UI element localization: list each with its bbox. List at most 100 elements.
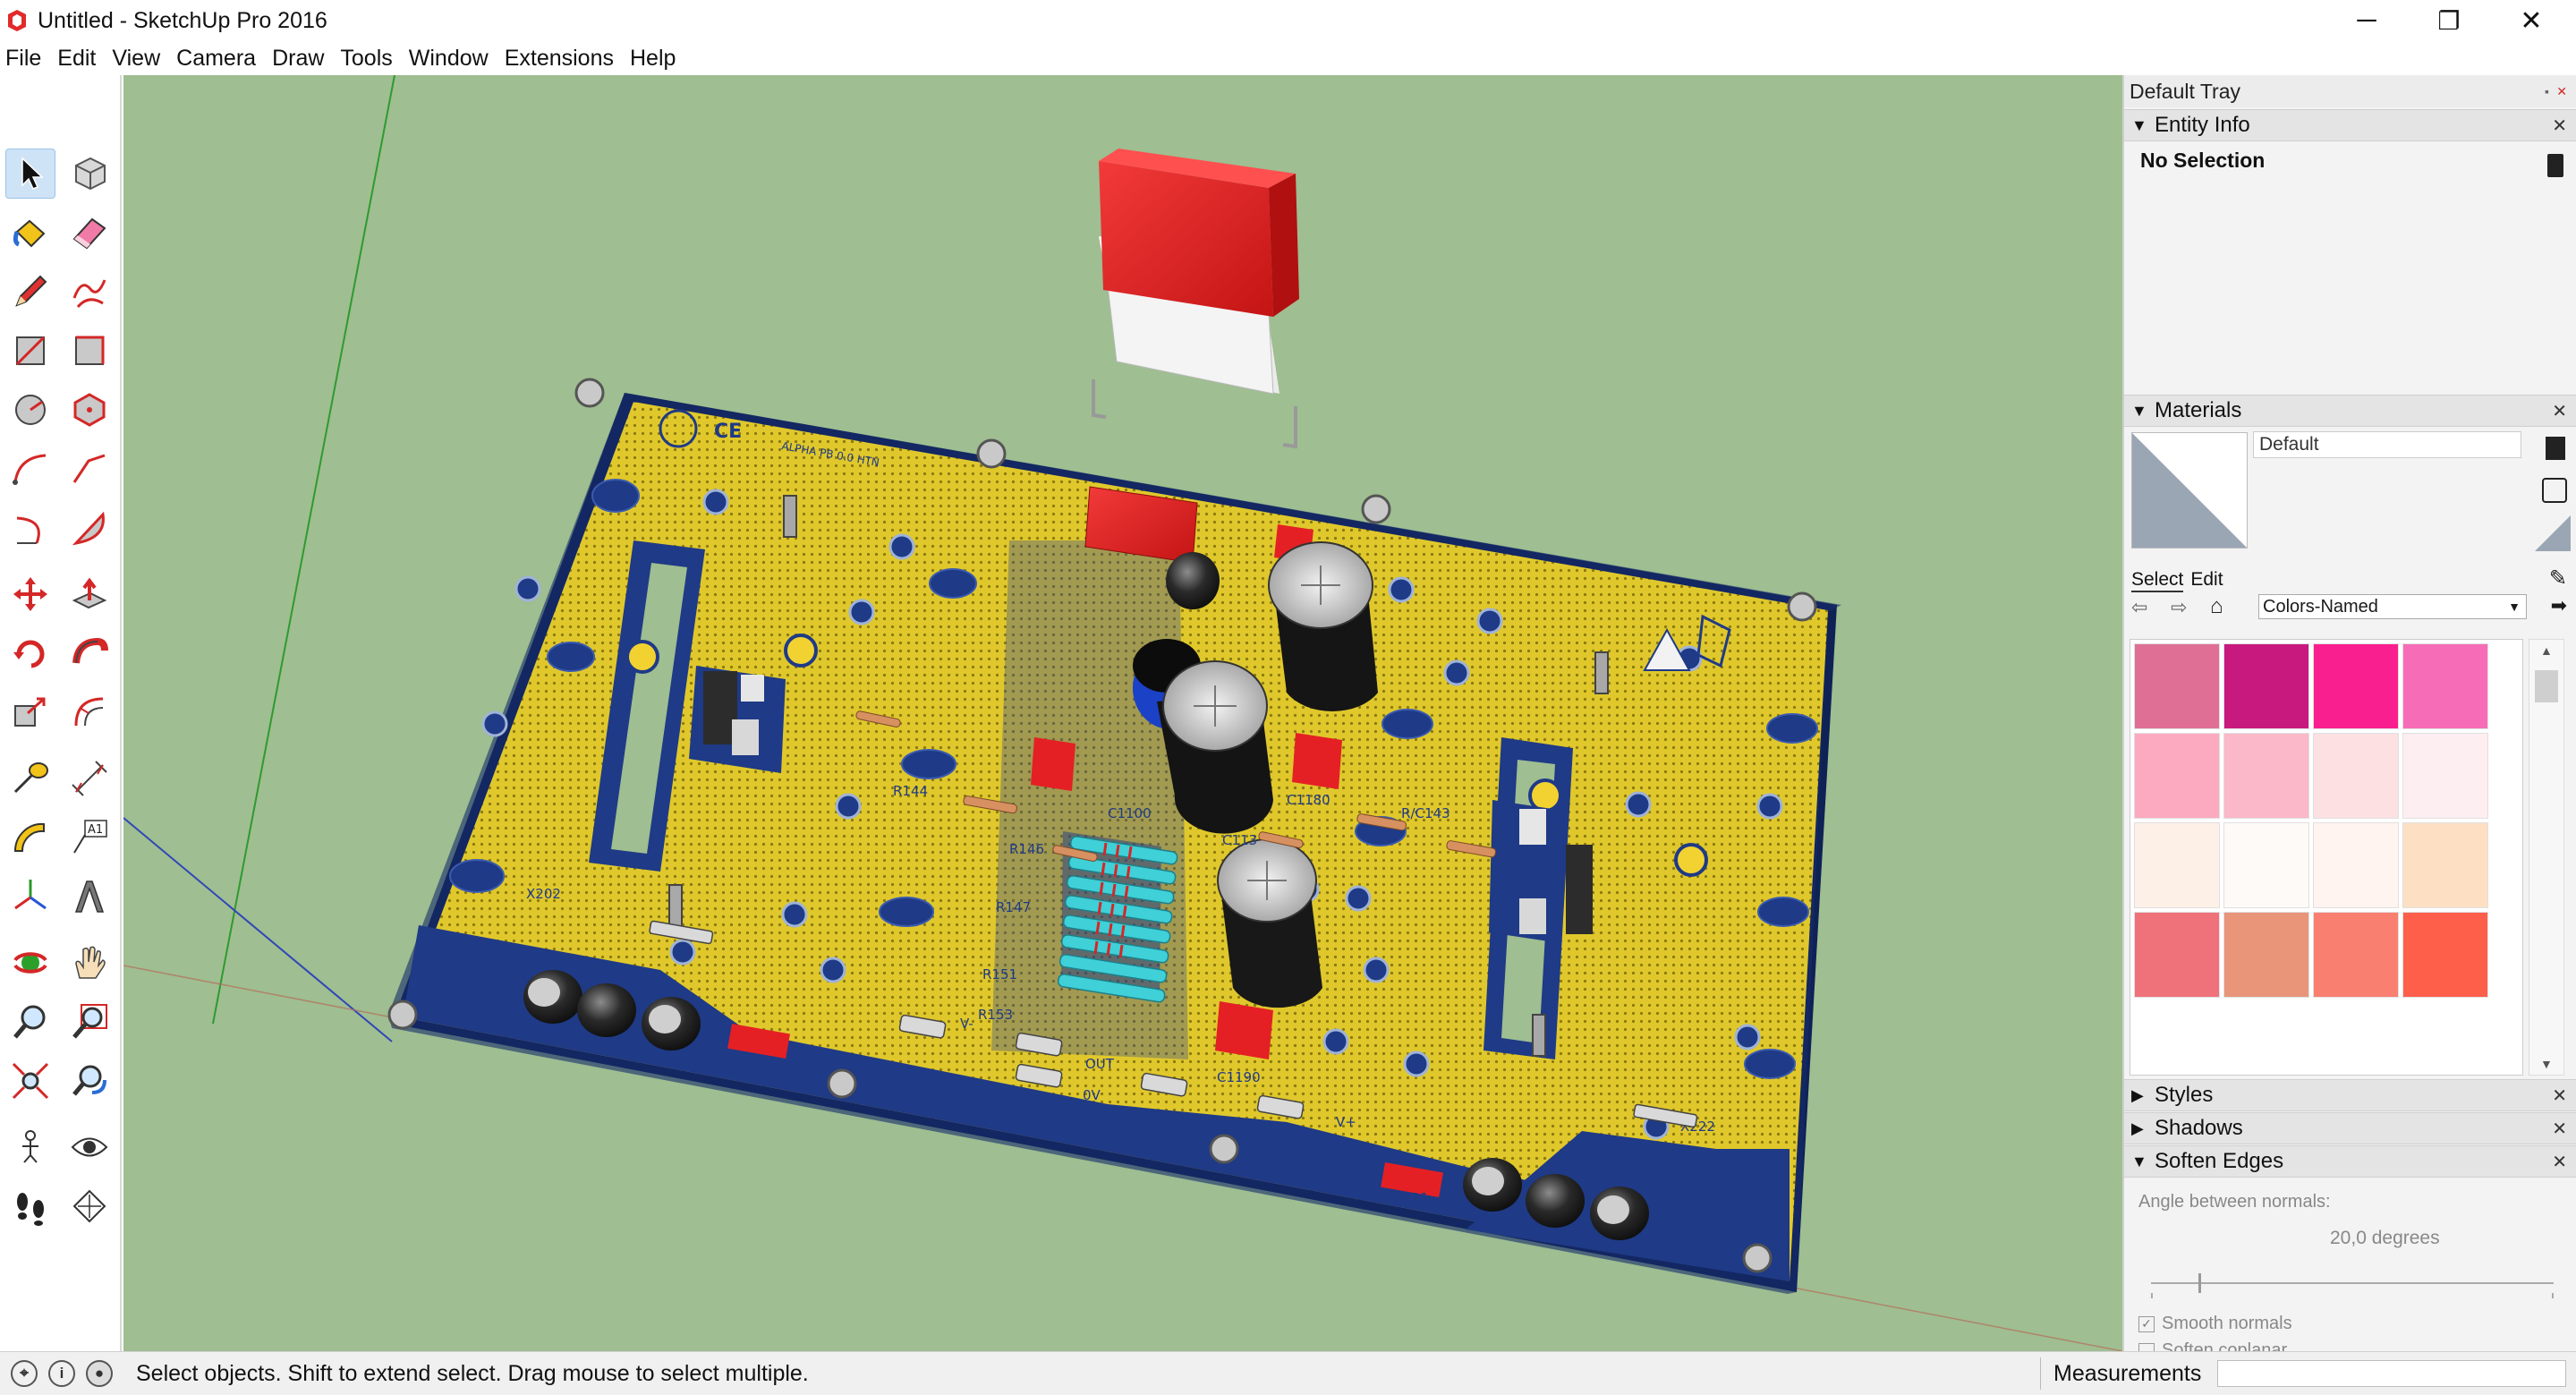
material-swatch[interactable] [2134,733,2220,819]
menu-tools[interactable]: Tools [340,45,393,71]
scroll-thumb[interactable] [2535,670,2558,702]
soften-edges-header[interactable]: ▼ Soften Edges ✕ [2124,1145,2576,1178]
offset-button[interactable] [64,687,115,737]
create-material-icon[interactable] [2542,478,2567,503]
previous-view-button[interactable] [64,1056,115,1106]
material-swatch[interactable] [2223,822,2309,908]
select-tool-button[interactable] [5,149,55,199]
section-plane-button[interactable] [64,1181,115,1231]
zoom-button[interactable] [5,997,55,1047]
library-dropdown[interactable]: Colors-Named ▼ [2258,594,2527,619]
entity-info-header[interactable]: ▼ Entity Info ✕ [2124,109,2576,141]
pin-icon[interactable]: ▪ [2545,84,2549,98]
material-swatch[interactable] [2223,912,2309,998]
material-swatch[interactable] [2313,643,2399,729]
material-swatch[interactable] [2313,822,2399,908]
paint-bucket-button[interactable] [5,208,55,258]
menu-edit[interactable]: Edit [57,45,97,71]
material-swatch[interactable] [2313,912,2399,998]
geo-location-icon[interactable]: ⌖ [11,1360,38,1387]
follow-me-button[interactable] [64,628,115,678]
slider-thumb[interactable] [2198,1273,2201,1293]
eyedropper-icon[interactable]: ✎ [2548,566,2567,591]
smooth-normals-checkbox[interactable]: ✓ [2138,1315,2155,1332]
swatch-scrollbar[interactable]: ▲ ▼ [2529,639,2564,1076]
scale-button[interactable] [5,687,55,737]
menu-view[interactable]: View [112,45,161,71]
position-camera-button[interactable] [5,1122,55,1172]
material-swatch[interactable] [2402,643,2488,729]
make-component-button[interactable] [64,149,115,199]
menu-camera[interactable]: Camera [176,45,257,71]
display-secondary-selection-icon[interactable] [2546,437,2565,460]
styles-header[interactable]: ▶ Styles ✕ [2124,1079,2576,1111]
close-window-button[interactable]: ✕ [2490,0,2572,41]
forward-arrow-icon[interactable]: ⇨ [2171,596,2188,618]
material-swatch[interactable] [2134,912,2220,998]
close-icon[interactable]: ✕ [2552,1119,2567,1139]
material-name-field[interactable]: Default [2253,431,2521,458]
measurements-box[interactable] [2217,1360,2566,1387]
material-swatch[interactable] [2223,733,2309,819]
arc-button[interactable] [5,444,55,494]
look-around-button[interactable] [64,1122,115,1172]
menu-window[interactable]: Window [408,45,489,71]
scroll-down-icon[interactable]: ▼ [2540,1057,2553,1071]
default-material-swatch-icon[interactable] [2535,515,2571,551]
pie-button[interactable] [64,503,115,553]
restore-button[interactable]: ❐ [2408,0,2490,41]
walk-button[interactable] [5,1181,55,1231]
material-swatch[interactable] [2402,912,2488,998]
menu-draw[interactable]: Draw [272,45,325,71]
dimension-button[interactable] [64,753,115,804]
three-point-arc-button[interactable] [5,503,55,553]
two-point-arc-button[interactable] [64,444,115,494]
zoom-window-button[interactable] [64,997,115,1047]
material-swatch[interactable] [2134,643,2220,729]
material-swatch[interactable] [2402,733,2488,819]
angle-slider[interactable] [2124,1207,2576,1298]
material-swatch[interactable] [2402,822,2488,908]
push-pull-button[interactable] [64,569,115,619]
close-icon[interactable]: ✕ [2552,1085,2567,1106]
credits-info-icon[interactable]: i [48,1360,75,1387]
smooth-normals-option[interactable]: ✓ Smooth normals [2138,1314,2292,1334]
material-swatch[interactable] [2223,643,2309,729]
text-button[interactable]: A1 [64,812,115,863]
details-arrow-icon[interactable]: ➡ [2550,594,2567,617]
menu-file[interactable]: File [5,45,42,71]
pan-button[interactable] [64,938,115,988]
material-swatch[interactable] [2134,822,2220,908]
model-viewport[interactable]: CE [123,75,2122,1351]
orbit-button[interactable] [5,938,55,988]
freehand-button[interactable] [64,267,115,317]
material-swatch[interactable] [2313,733,2399,819]
menu-help[interactable]: Help [630,45,676,71]
scroll-up-icon[interactable]: ▲ [2540,643,2553,658]
tab-select[interactable]: Select [2131,569,2184,592]
axes-button[interactable] [5,872,55,922]
tab-edit[interactable]: Edit [2190,569,2223,590]
circle-button[interactable] [5,385,55,435]
protractor-button[interactable] [5,812,55,863]
polygon-button[interactable] [64,385,115,435]
close-icon[interactable]: ✕ [2552,1152,2567,1172]
line-tool-button[interactable] [5,267,55,317]
move-button[interactable] [5,569,55,619]
eraser-button[interactable] [64,208,115,258]
zoom-extents-button[interactable] [5,1056,55,1106]
menu-extensions[interactable]: Extensions [504,45,614,71]
shadows-header[interactable]: ▶ Shadows ✕ [2124,1112,2576,1144]
rotate-button[interactable] [5,628,55,678]
rotated-rectangle-button[interactable] [64,326,115,376]
materials-header[interactable]: ▼ Materials ✕ [2124,395,2576,427]
back-arrow-icon[interactable]: ⇦ [2131,596,2148,618]
tray-close-icon[interactable]: ✕ [2556,83,2567,98]
user-account-icon[interactable]: ● [86,1360,113,1387]
close-icon[interactable]: ✕ [2552,115,2567,136]
rectangle-button[interactable] [5,326,55,376]
close-icon[interactable]: ✕ [2552,401,2567,421]
tape-measure-button[interactable] [5,753,55,804]
minimize-button[interactable]: ─ [2325,0,2408,41]
entity-details-toggle-icon[interactable] [2547,154,2563,177]
